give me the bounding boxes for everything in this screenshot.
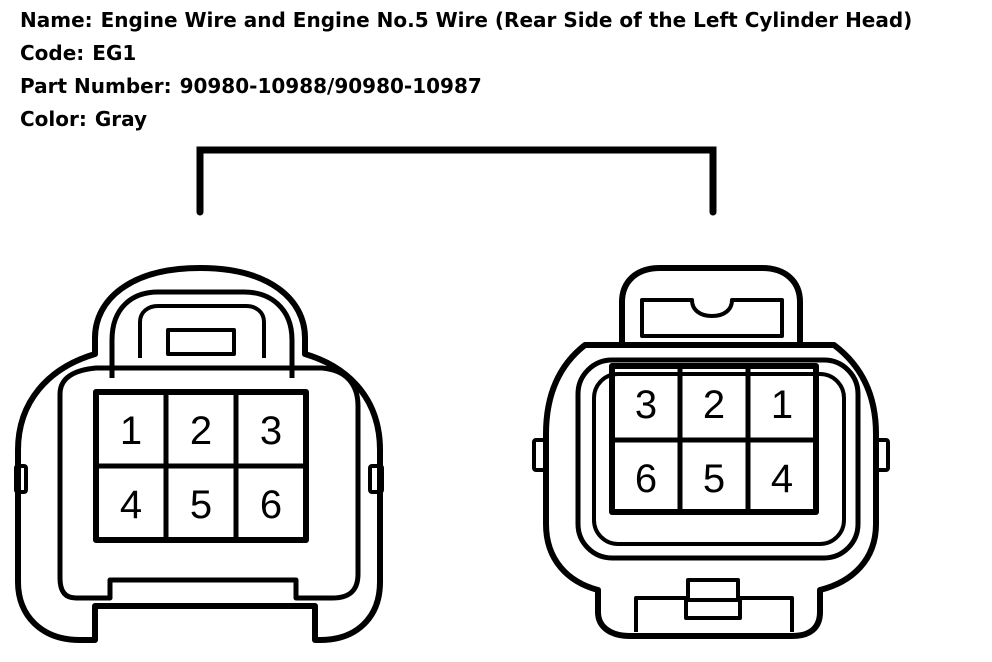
pin-label: 3 <box>260 409 282 453</box>
left-connector-side-nub-left <box>14 464 28 494</box>
left-connector-latch-tab <box>166 328 236 356</box>
left-connector-inner-outline <box>57 365 361 601</box>
right-connector-inner-outline <box>592 372 846 546</box>
left-connector <box>14 265 384 643</box>
right-connector-pin-labels: 3 2 1 6 5 4 <box>635 383 793 501</box>
right-connector-latch-strip <box>640 298 784 338</box>
pin-label: 1 <box>120 409 142 453</box>
left-connector-side-nub-right <box>368 464 384 494</box>
left-connector-pin-labels: 1 2 3 4 5 6 <box>120 409 282 527</box>
left-connector-latch-frame <box>109 289 295 378</box>
right-connector-bottom-latch <box>634 578 794 632</box>
right-connector-side-nub-left <box>532 438 548 472</box>
right-connector-housing <box>543 342 879 639</box>
right-connector-side-nub-right <box>874 438 890 472</box>
name-label: Name: <box>20 8 93 32</box>
code-label: Code: <box>20 41 85 65</box>
pin-label: 4 <box>771 457 793 501</box>
code-value: EG1 <box>92 41 137 65</box>
pin-label: 5 <box>190 483 212 527</box>
pin-label: 6 <box>635 457 657 501</box>
color-label: Color: <box>20 107 87 131</box>
pin-label: 6 <box>260 483 282 527</box>
connection-bracket <box>196 146 717 216</box>
pin-label: 4 <box>120 483 142 527</box>
pin-label: 1 <box>771 383 793 427</box>
left-connector-latch-bar <box>138 304 266 358</box>
right-connector <box>532 265 890 639</box>
pin-label: 2 <box>190 409 212 453</box>
name-line: Name: Engine Wire and Engine No.5 Wire (R… <box>20 4 912 37</box>
pin-label: 5 <box>703 457 725 501</box>
part-number-value: 90980-10988/90980-10987 <box>179 74 482 98</box>
right-connector-bottom-tab <box>684 598 742 620</box>
color-line: Color: Gray <box>20 103 912 136</box>
pin-label: 3 <box>635 383 657 427</box>
name-value: Engine Wire and Engine No.5 Wire (Rear S… <box>100 8 913 32</box>
part-number-label: Part Number: <box>20 74 172 98</box>
code-line: Code: EG1 <box>20 37 912 70</box>
pin-label: 2 <box>703 383 725 427</box>
part-number-line: Part Number: 90980-10988/90980-10987 <box>20 70 912 103</box>
color-value: Gray <box>94 107 148 131</box>
right-connector-inner-outline <box>575 357 861 561</box>
connector-info: Name: Engine Wire and Engine No.5 Wire (R… <box>20 4 912 136</box>
right-connector-top-cap <box>619 265 803 345</box>
left-connector-housing <box>15 265 383 643</box>
